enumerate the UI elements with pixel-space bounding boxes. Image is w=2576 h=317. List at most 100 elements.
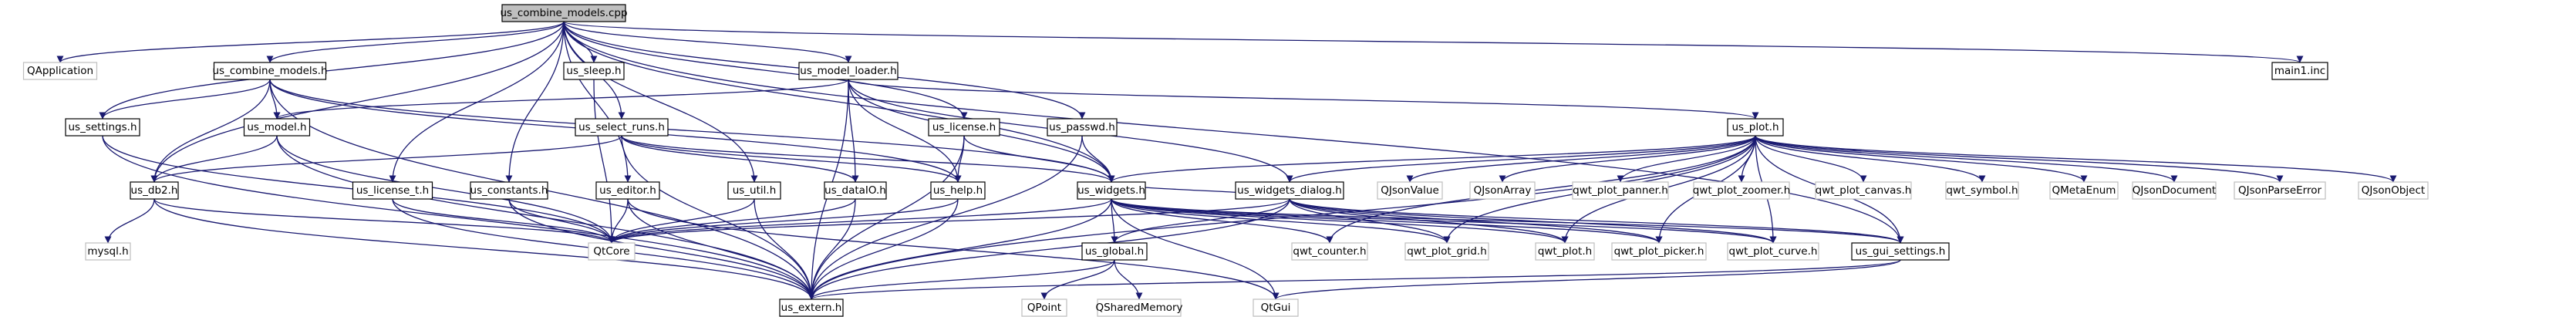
node-box-picker (1611, 242, 1707, 261)
node-label-picker: qwt_plot_picker.h (1614, 245, 1704, 258)
edge-plot-to-qjv (1406, 135, 1756, 183)
edge-wdialog-to-picker (1289, 198, 1663, 244)
node-box-util (727, 181, 781, 200)
node-label-qme: QMetaEnum (2052, 184, 2116, 197)
node-label-qjo: QJsonObject (2362, 184, 2425, 197)
node-label-qsym: qwt_symbol.h (1946, 184, 2018, 197)
edge-plot-to-extern (808, 135, 1756, 300)
node-label-qtcore: QtCore (593, 245, 629, 258)
edge-license-to-extern (808, 135, 965, 300)
node-label-counter: qwt_counter.h (1293, 245, 1366, 258)
edge-global-to-qshm (1114, 259, 1143, 300)
node-box-qapp (22, 62, 98, 80)
edge-util-to-extern (754, 198, 815, 300)
node-passwd[interactable]: us_passwd.h (1047, 118, 1118, 137)
node-root[interactable]: us_combine_models.cpp (500, 4, 628, 22)
node-label-ucm_h: us_combine_models.h (212, 65, 327, 77)
node-box-passwd (1047, 118, 1118, 137)
node-box-qsym (1945, 181, 2019, 200)
edge-select-to-dataio (621, 135, 859, 183)
edge-constants-to-qtcore (508, 198, 615, 244)
node-qshm: QSharedMemory (1095, 298, 1183, 317)
node-ucm_h[interactable]: us_combine_models.h (212, 62, 328, 80)
node-box-plot (1727, 118, 1784, 137)
edge-widgets-to-counter (1111, 198, 1334, 244)
node-box-license (928, 118, 1000, 137)
node-editor[interactable]: us_editor.h (595, 181, 660, 200)
edge-gui-to-qtgui (1272, 259, 1901, 300)
node-label-model: us_model.h (247, 121, 306, 133)
edge-plot-to-qjo (1755, 135, 2397, 183)
edge-editor-to-extern (627, 198, 815, 300)
node-help[interactable]: us_help.h (930, 181, 986, 200)
node-box-help (930, 181, 986, 200)
edge-layer (56, 21, 2397, 300)
node-license[interactable]: us_license.h (928, 118, 1000, 137)
node-qtcore: QtCore (588, 242, 636, 261)
node-box-constants (470, 181, 548, 200)
node-gui[interactable]: us_gui_settings.h (1851, 242, 1950, 261)
node-label-qpz: qwt_plot_zoomer.h (1693, 184, 1791, 197)
node-box-settings (65, 118, 140, 137)
node-plot[interactable]: us_plot.h (1727, 118, 1784, 137)
edge-license_t-to-qtcore (392, 198, 615, 244)
node-box-qme (2049, 181, 2119, 200)
node-constants[interactable]: us_constants.h (470, 181, 548, 200)
node-box-sleep (563, 62, 625, 80)
node-box-qshm (1097, 298, 1182, 317)
node-wdialog[interactable]: us_widgets_dialog.h (1235, 181, 1344, 200)
edge-help-to-extern (808, 198, 959, 300)
node-qpp: qwt_plot_panner.h (1572, 181, 1669, 200)
node-sleep[interactable]: us_sleep.h (563, 62, 625, 80)
edge-global-to-extern (808, 259, 1115, 300)
edge-widgets-to-curve (1111, 198, 1777, 244)
node-box-model (243, 118, 311, 137)
node-box-grid (1404, 242, 1489, 261)
node-loader[interactable]: us_model_loader.h (798, 62, 899, 80)
node-label-main1: main1.inc (2274, 65, 2325, 77)
edge-license-to-widgets (963, 135, 1115, 183)
node-box-qpoint (1021, 298, 1067, 317)
node-model[interactable]: us_model.h (243, 118, 311, 137)
node-box-qpz (1693, 181, 1790, 200)
node-license_t[interactable]: us_license_t.h (352, 181, 433, 200)
node-box-counter (1291, 242, 1368, 261)
node-settings[interactable]: us_settings.h (65, 118, 140, 137)
node-box-editor (595, 181, 660, 200)
node-widgets[interactable]: us_widgets.h (1077, 181, 1146, 200)
node-box-select (575, 118, 669, 137)
node-label-grid: qwt_plot_grid.h (1407, 245, 1487, 258)
node-box-qjo (2358, 181, 2429, 200)
edge-editor-to-qtgui (627, 198, 1280, 300)
node-qjd: QJsonDocument (2132, 181, 2217, 200)
edge-loader-to-dataio (848, 79, 859, 183)
edge-global-to-qpoint (1040, 259, 1115, 300)
node-curve: qwt_plot_curve.h (1727, 242, 1819, 261)
node-extern[interactable]: us_extern.h (779, 298, 844, 317)
node-label-global: us_global.h (1085, 245, 1144, 258)
node-label-mysql: mysql.h (87, 245, 128, 258)
node-box-extern (779, 298, 844, 317)
node-qwtplot: qwt_plot.h (1535, 242, 1595, 261)
node-box-qjv (1377, 181, 1443, 200)
edge-loader-to-model (273, 79, 849, 120)
node-util[interactable]: us_util.h (727, 181, 781, 200)
node-label-sleep: us_sleep.h (566, 65, 621, 77)
node-select[interactable]: us_select_runs.h (575, 118, 669, 137)
node-box-wdialog (1235, 181, 1344, 200)
edge-select-to-widgets (621, 135, 1115, 183)
node-label-curve: qwt_plot_curve.h (1729, 245, 1818, 258)
edge-model-to-qtcore (276, 135, 615, 244)
node-label-qjd: QJsonDocument (2133, 184, 2216, 197)
node-box-dataio (824, 181, 887, 200)
node-main1[interactable]: main1.inc (2271, 62, 2328, 80)
node-dataio[interactable]: us_dataIO.h (824, 181, 887, 200)
edge-root-to-gui (563, 21, 1904, 244)
edge-root-to-db2 (150, 21, 565, 183)
node-label-qpp: qwt_plot_panner.h (1573, 184, 1668, 197)
node-db2[interactable]: us_db2.h (130, 181, 179, 200)
edge-widgets-to-extern (808, 198, 1112, 300)
edge-plot-to-counter (1326, 135, 1756, 244)
node-global[interactable]: us_global.h (1081, 242, 1148, 261)
